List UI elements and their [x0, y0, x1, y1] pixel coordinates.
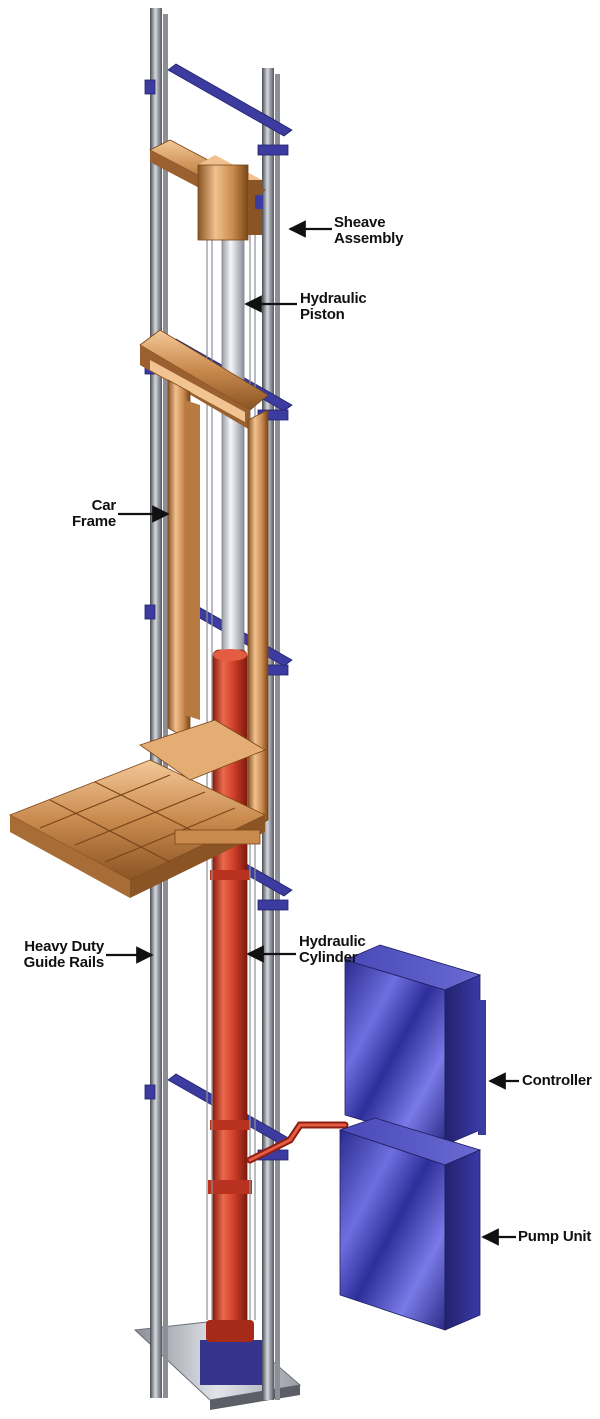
label-car-frame: Car Frame	[71, 497, 116, 530]
pump-unit-cabinet	[338, 1117, 482, 1331]
label-controller: Controller	[522, 1072, 592, 1089]
hydraulic-piston	[221, 234, 245, 666]
label-hydraulic-piston: Hydraulic Piston	[300, 290, 367, 323]
label-guide-rails: Heavy Duty Guide Rails	[23, 938, 105, 971]
sheave-assembly	[149, 139, 266, 241]
label-sheave-assembly: Sheave Assembly	[334, 214, 404, 247]
label-hydraulic-cylinder: Hydraulic Cylinder	[299, 933, 366, 966]
label-pump-unit: Pump Unit	[518, 1228, 592, 1245]
car-frame	[9, 329, 269, 898]
leader-arrows	[106, 220, 519, 1246]
hydraulic-line	[246, 1121, 349, 1164]
guide-rail-left	[150, 8, 168, 1398]
controller-cabinet	[343, 944, 486, 1146]
